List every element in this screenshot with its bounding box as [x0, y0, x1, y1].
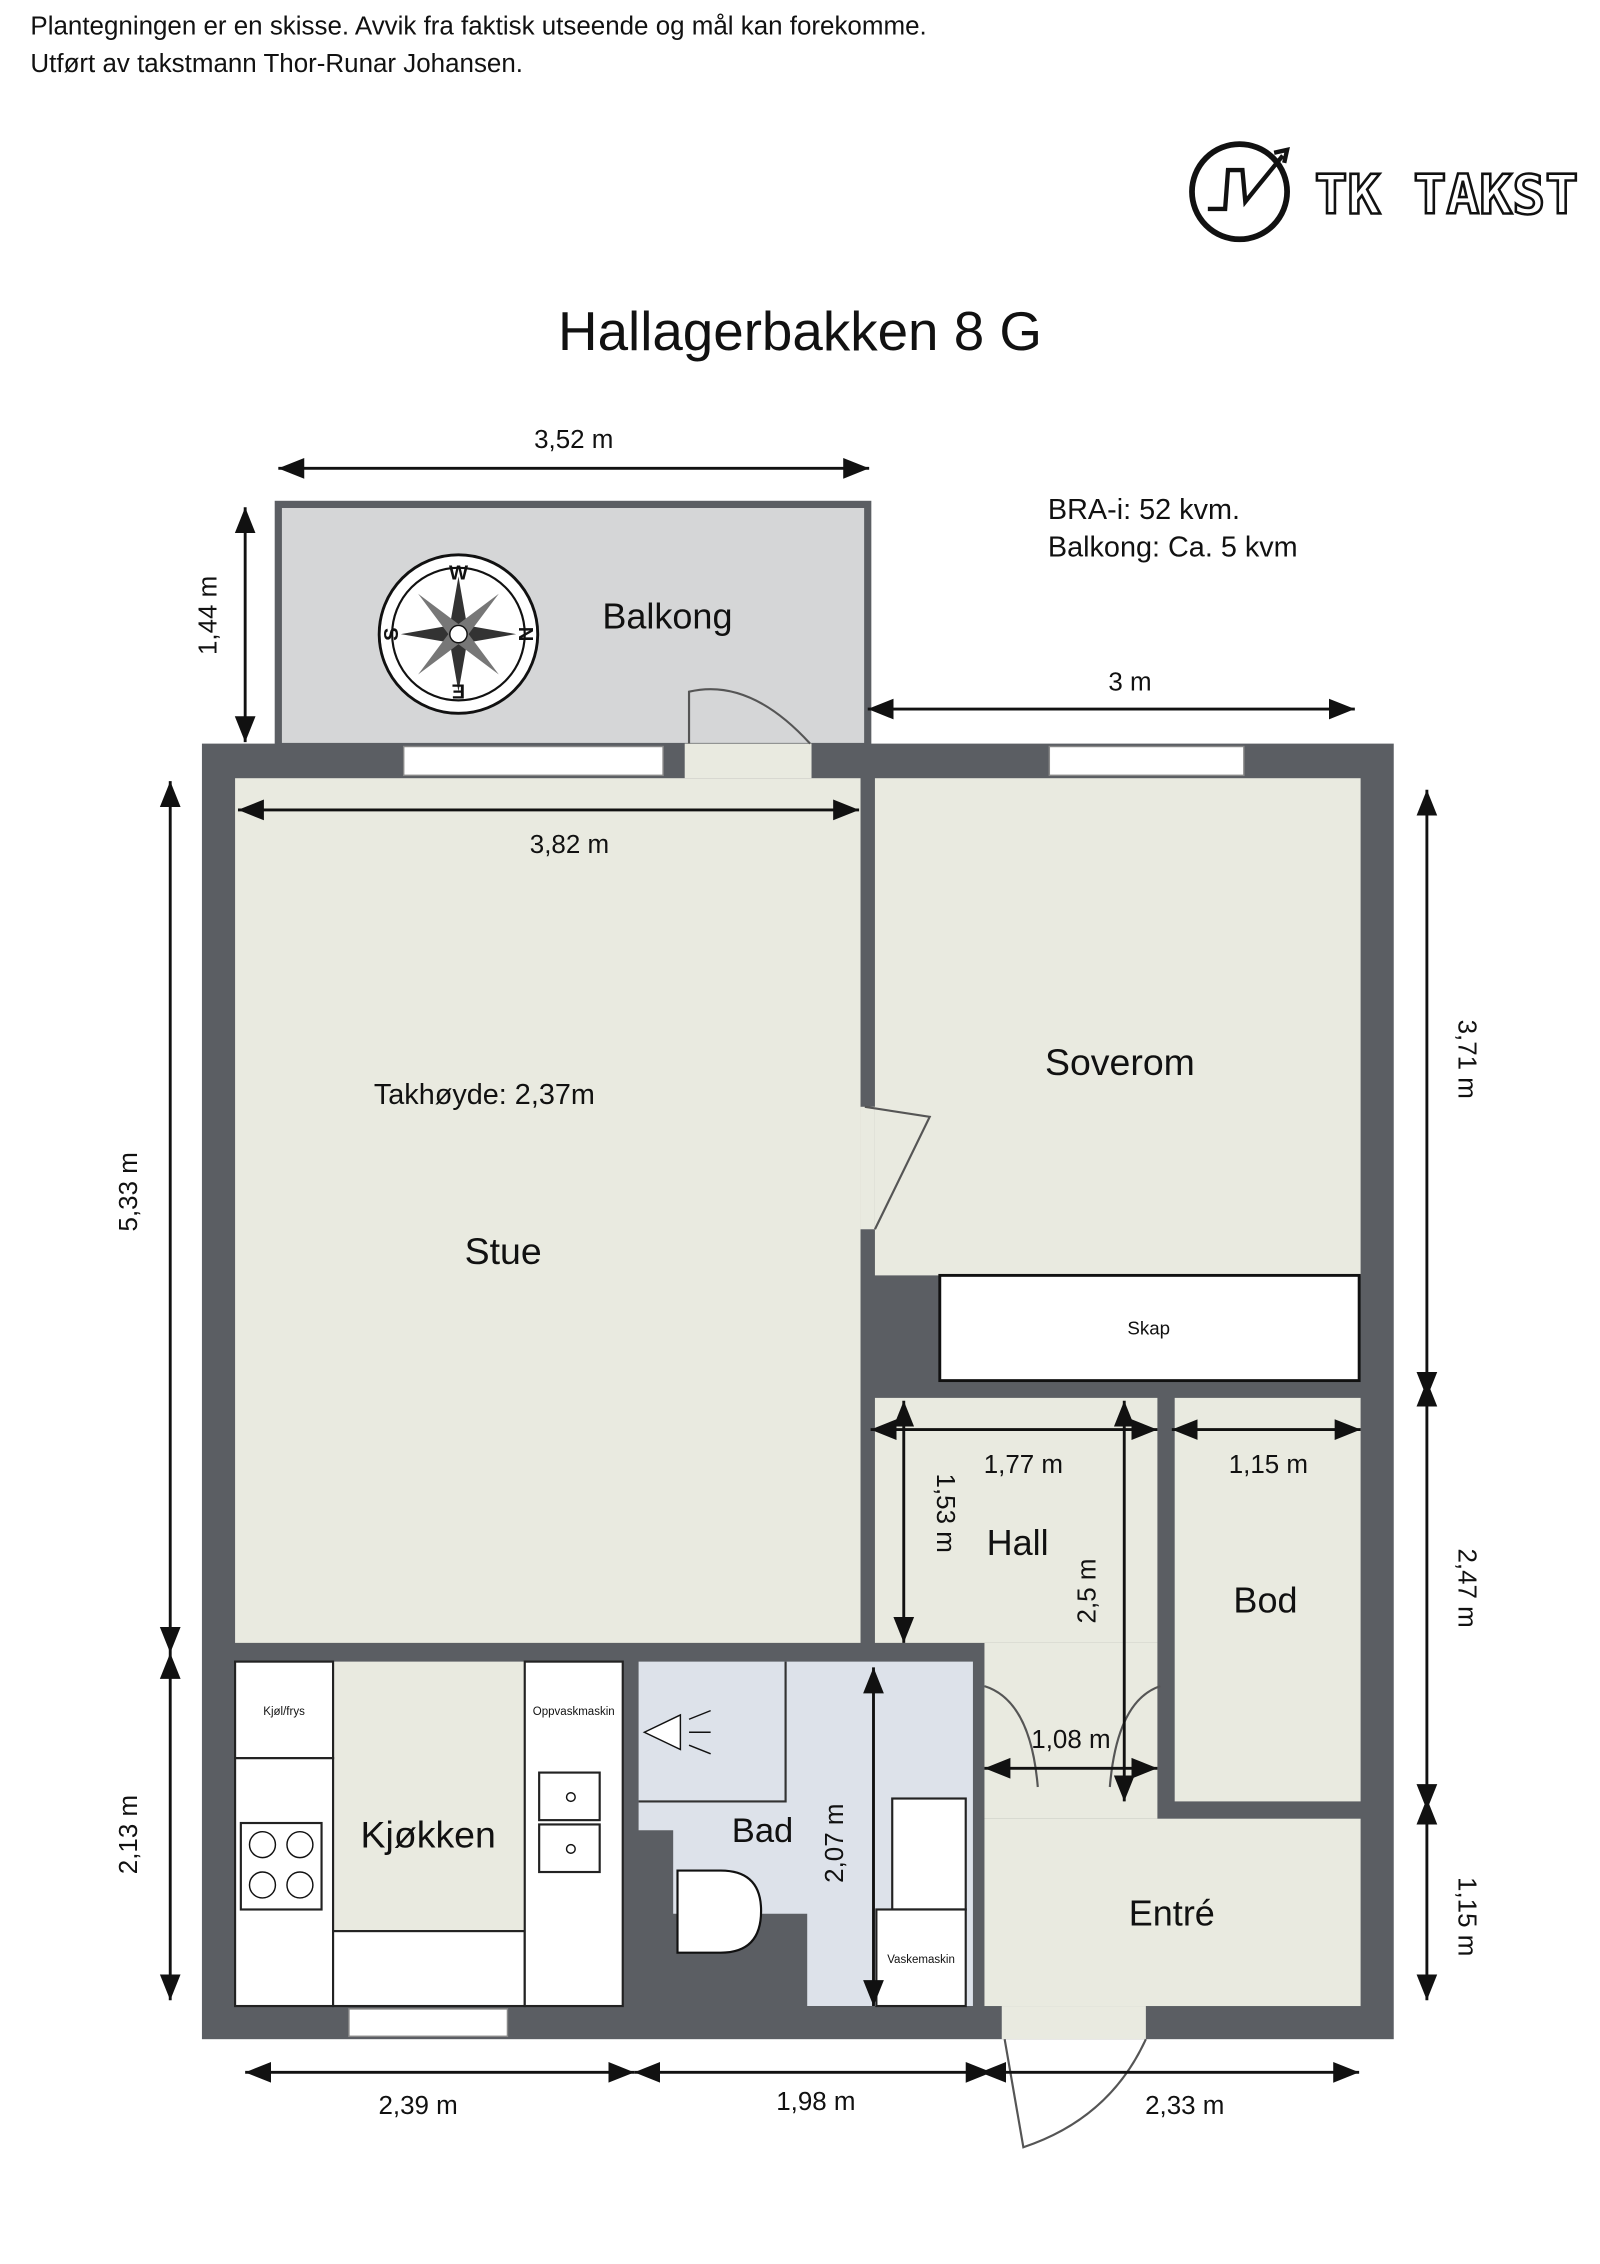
logo-text: TK TAKST: [1314, 162, 1578, 226]
dim-left-upper: 5,33 m: [115, 1152, 143, 1231]
dim-hall-depth: 1,53 m: [931, 1474, 959, 1553]
fridge: [234, 1660, 335, 1760]
room-label-entre: Entré: [1129, 1892, 1215, 1933]
compass-s: S: [381, 627, 403, 640]
room-label-stue: Stue: [465, 1230, 542, 1272]
room-hall: [874, 1397, 1158, 1643]
compass-w: W: [449, 562, 468, 584]
dim-hall-length: 2,5 m: [1073, 1559, 1101, 1624]
dimension-labels: 3,52 m 1,44 m 3 m 3,82 m 5,33 m 2,13 m 3…: [115, 426, 1481, 2120]
dim-bottom-right: 2,33 m: [1145, 2092, 1224, 2120]
room-soverom: [874, 778, 1361, 1276]
balcony-area: Balkong: Ca. 5 kvm: [1048, 531, 1298, 563]
fridge-label: Kjøl/frys: [263, 1706, 305, 1718]
window: [1048, 745, 1245, 777]
room-label-skap: Skap: [1127, 1317, 1170, 1338]
disclaimer-line-1: Plantegningen er en skisse. Avvik fra fa…: [30, 13, 926, 41]
bra-area: BRA-i: 52 kvm.: [1048, 494, 1240, 526]
tk-takst-logo: TK TAKST: [1189, 141, 1579, 243]
bedroom-door[interactable]: [864, 1105, 932, 1230]
room-label-bod: Bod: [1233, 1580, 1297, 1621]
room-label-balkong: Balkong: [602, 595, 732, 636]
dim-hall-width: 1,77 m: [984, 1451, 1063, 1479]
dim-right-upper: 3,71 m: [1453, 1020, 1481, 1099]
sink-icon: [538, 1771, 601, 1874]
counter: [331, 1930, 526, 2008]
room-entre: [984, 1818, 1361, 2007]
closet: [938, 1273, 1361, 1383]
room-label-soverom: Soverom: [1045, 1041, 1195, 1083]
window: [348, 2008, 509, 2038]
dim-bottom-middle: 1,98 m: [776, 2088, 855, 2116]
dim-left-lower: 2,13 m: [115, 1795, 143, 1874]
room-label-hall: Hall: [987, 1522, 1049, 1563]
washing-machine: [875, 1908, 967, 2008]
compass-e: E: [452, 680, 465, 702]
dim-bottom-left: 2,39 m: [378, 2092, 457, 2120]
compass-n: N: [514, 627, 536, 642]
page-title: Hallagerbakken 8 G: [558, 300, 1042, 362]
room-bod: [1174, 1397, 1361, 1802]
washer-label: Vaskemaskin: [887, 1954, 955, 1966]
room-label-kjokken: Kjøkken: [361, 1814, 496, 1856]
bathroom-sink-icon: [891, 1797, 967, 1911]
dim-right-lower: 1,15 m: [1453, 1877, 1481, 1956]
dim-bad-length: 2,07 m: [821, 1804, 849, 1883]
toilet-icon: [676, 1869, 763, 1954]
dim-right-middle: 2,47 m: [1453, 1548, 1481, 1627]
balcony: [274, 500, 872, 751]
dim-hall-lower-width: 1,08 m: [1031, 1726, 1110, 1754]
dim-balcony-depth: 1,44 m: [194, 576, 222, 655]
shower-wall: [638, 1661, 787, 1803]
window: [402, 745, 664, 777]
compass-icon: W N E S: [377, 553, 540, 715]
dim-balcony-width: 3,52 m: [534, 426, 613, 454]
entrance-door[interactable]: [1003, 2038, 1147, 2149]
dim-stue-width: 3,82 m: [530, 831, 609, 859]
stove-icon: [239, 1821, 323, 1911]
dim-bedroom-top: 3 m: [1108, 668, 1151, 696]
room-stue: [235, 778, 861, 1643]
dimension-lines: [159, 457, 1438, 2083]
disclaimer-line-2: Utført av takstmann Thor-Runar Johansen.: [30, 50, 523, 78]
ceiling-height: Takhøyde: 2,37m: [374, 1079, 595, 1111]
dim-bod-width: 1,15 m: [1229, 1451, 1308, 1479]
shower-head-icon: [642, 1709, 711, 1755]
dishwasher-label: Oppvaskmaskin: [533, 1706, 615, 1718]
balcony-door[interactable]: [687, 688, 811, 745]
room-label-bad: Bad: [732, 1812, 794, 1850]
